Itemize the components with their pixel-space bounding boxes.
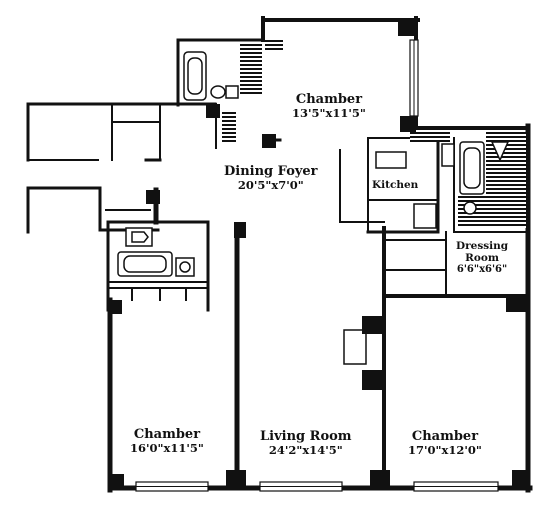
- room-dims: 6'6"x6'6": [456, 264, 508, 276]
- room-name: Living Room: [260, 429, 352, 444]
- room-dims: 24'2"x14'5": [268, 443, 343, 458]
- room-name: Dressing: [456, 240, 509, 252]
- room-label-dining-foyer: Dining Foyer 20'5"x7'0": [224, 164, 318, 193]
- room-dims: 16'0"x11'5": [130, 441, 204, 456]
- room-label-chamber-right: Chamber 17'0"x12'0": [408, 429, 482, 458]
- fixtures: [117, 51, 510, 365]
- room-label-living-room: Living Room 24'2"x14'5": [260, 429, 352, 458]
- room-dims: 13'5"x11'5": [292, 106, 366, 121]
- room-label-chamber-left: Chamber 16'0"x11'5": [130, 427, 204, 456]
- room-label-chamber-top: Chamber 13'5"x11'5": [292, 92, 366, 121]
- room-name: Kitchen: [372, 179, 419, 191]
- room-dims: 20'5"x7'0": [237, 178, 304, 193]
- room-name: Chamber: [133, 427, 201, 442]
- room-name: Chamber: [295, 92, 363, 107]
- room-name: Dining Foyer: [224, 164, 318, 179]
- room-label-kitchen: Kitchen: [372, 179, 419, 192]
- room-name-line-2: Room: [465, 251, 499, 264]
- room-name: Chamber: [411, 429, 479, 444]
- room-label-dressing-room: Dressing Room 6'6"x6'6": [456, 240, 509, 276]
- columns: [108, 20, 530, 490]
- walls: [26, 16, 533, 493]
- room-dims: 17'0"x12'0": [408, 443, 482, 458]
